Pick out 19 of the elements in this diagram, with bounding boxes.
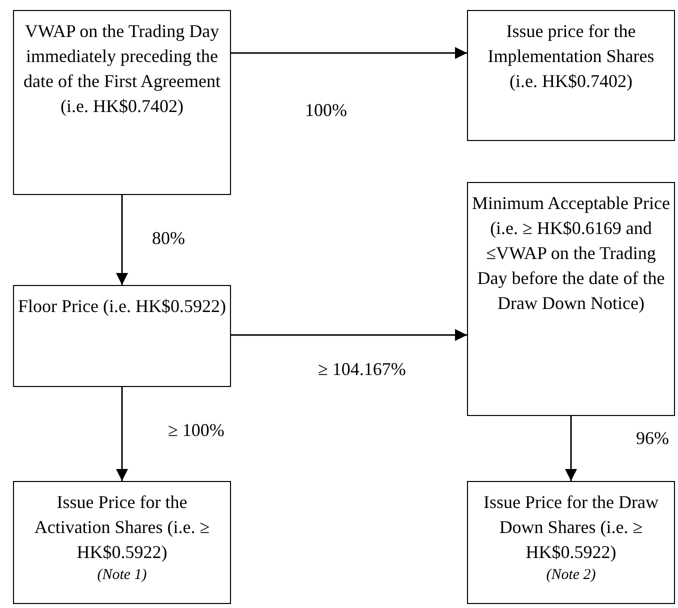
arrow: [116, 387, 128, 481]
box-text: Minimum Acceptable Price (i.e. ≥ HK$0.6169 and ≤VWAP on the Trading Day before the date of the Draw Down Notice): [472, 192, 670, 315]
box-text: Issue price for the Implementation Shares (i.e. HK$0.7402): [486, 20, 656, 93]
box-text: VWAP on the Trading Day immediately preceding the date of the First Agreement (i.e. HK$0.7402): [22, 20, 222, 118]
process-box: [13, 10, 231, 195]
note-text: (Note 1): [97, 566, 147, 585]
note-text: (Note 2): [546, 566, 596, 585]
arrow: [116, 195, 128, 285]
box-text: Issue Price for the Draw Down Shares (i.e. ≥ HK$0.5922): [482, 491, 660, 564]
box-text: Issue Price for the Activation Shares (i.e. ≥ HK$0.5922): [33, 491, 211, 564]
process-box: [467, 182, 675, 416]
arrow: [565, 416, 577, 481]
arrow: [231, 329, 467, 341]
process-box: [13, 285, 231, 387]
box-text: Floor Price (i.e. HK$0.5922): [18, 295, 226, 318]
process-box: [13, 481, 231, 604]
process-box: [467, 481, 675, 604]
process-box: [467, 10, 675, 141]
arrow: [231, 47, 467, 59]
